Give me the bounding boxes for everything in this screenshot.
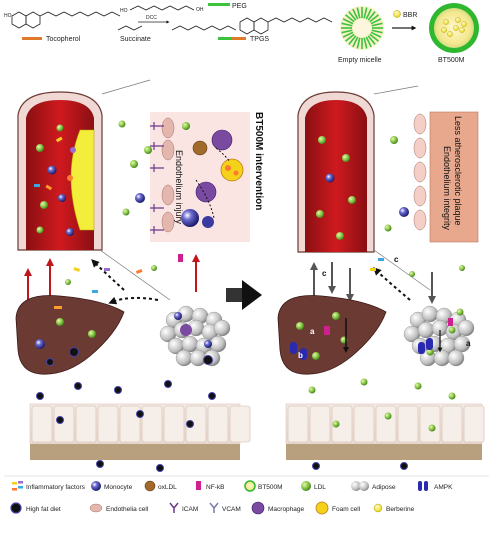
peg-color-bar	[208, 3, 230, 6]
tocopherol-label: Tocopherol	[46, 36, 81, 43]
legend-adipose-icon	[351, 481, 369, 491]
svg-text:HO: HO	[4, 13, 12, 19]
mark-a-1: a	[310, 327, 315, 336]
peg-label: PEG	[232, 3, 247, 10]
tpgs-color-bar-green	[218, 37, 232, 40]
left-adipose	[159, 305, 231, 367]
legend-endothelial-icon	[89, 503, 103, 513]
endothelium-injury-label: Endothelium injury	[174, 150, 184, 225]
bbr-label: BBR	[403, 12, 417, 19]
right-adipose	[403, 305, 475, 367]
legend-foam-cell-icon	[315, 501, 329, 515]
legend-nfkb-icon	[196, 481, 201, 490]
tpgs-color-bar-orange	[232, 37, 246, 40]
legend-adipose-label: Adipose	[372, 484, 396, 491]
legend-ampk-icon	[418, 481, 428, 491]
empty-micelle-label: Empty micelle	[338, 57, 382, 64]
legend-oxldl-label: oxLDL	[158, 484, 177, 491]
right-vessel	[297, 91, 375, 253]
mark-c-2: c	[394, 255, 399, 264]
peg-structure	[129, 5, 195, 11]
dcc-label: DCC	[146, 15, 157, 21]
right-liver: a b	[277, 295, 387, 375]
svg-text:HO: HO	[120, 8, 128, 14]
legend-inflammatory-icon	[12, 481, 23, 491]
legend-icam-label: ICAM	[182, 506, 198, 513]
legend-berberine-icon	[373, 503, 383, 513]
legend-hfd-label: High fat diet	[26, 506, 61, 513]
mark-c-1: c	[322, 269, 327, 278]
legend-hfd-icon	[10, 502, 22, 514]
tocopherol-structure	[11, 11, 121, 29]
legend-bt500m-icon	[244, 480, 256, 492]
bt500m-micelle: BT500M	[429, 3, 479, 64]
legend-inflammatory-label: Inflammatory factors	[26, 484, 86, 491]
legend-berberine-label: Berberine	[386, 506, 415, 513]
legend-monocyte-icon	[91, 481, 101, 491]
legend-icam-icon	[169, 502, 179, 513]
legend-bt500m-label: BT500M	[258, 484, 283, 491]
tocopherol-color-bar	[22, 37, 42, 40]
legend-endothelial-label: Endothelia cell	[106, 506, 149, 513]
center-arrow	[226, 280, 262, 310]
left-vessel	[17, 91, 103, 251]
legend-ldl-icon	[301, 481, 311, 491]
legend-oxldl-icon	[144, 480, 156, 492]
plaque	[70, 129, 95, 231]
empty-micelle: Empty micelle	[338, 6, 384, 64]
tpgs-structure	[171, 17, 333, 35]
less-plaque-label: Less atherosclerotic plaque	[453, 116, 463, 226]
mark-b: b	[298, 351, 303, 360]
legend-nfkb-label: NF-kB	[206, 484, 224, 491]
legend-ampk-label: AMPK	[434, 484, 453, 491]
legend-vcam-label: VCAM	[222, 506, 241, 513]
svg-text:OH: OH	[196, 7, 204, 13]
legend-ldl-label: LDL	[314, 484, 326, 491]
left-endothelium-zoom: Endothelium injury	[118, 112, 250, 242]
succinate-label: Succinate	[120, 36, 151, 43]
legend-macrophage-label: Macrophage	[268, 506, 305, 513]
endothelium-integrity-label: Endothelium integrity	[442, 146, 452, 231]
legend-macrophage-icon	[251, 501, 265, 515]
right-gut	[285, 378, 485, 470]
mark-a-2: a	[466, 339, 471, 348]
legend-foam-cell-label: Foam cell	[332, 506, 361, 513]
tpgs-label: TPGS	[250, 36, 269, 43]
legend: Inflammatory factors Monocyte oxLDL NF-k…	[4, 475, 489, 515]
left-inflammatory-factors	[65, 254, 183, 293]
legend-monocyte-label: Monocyte	[104, 484, 133, 491]
left-gut	[29, 380, 251, 472]
intervention-label: BT500M intervention	[253, 112, 264, 210]
bbr-dot	[393, 10, 401, 18]
left-liver	[15, 295, 125, 375]
legend-vcam-icon	[209, 502, 219, 513]
bt500m-label: BT500M	[438, 57, 465, 64]
tpgs-synthesis-panel: HO HO OH PEG DCC Tocopherol Succinate TP…	[4, 3, 333, 43]
right-endothelium-zoom: Less atherosclerotic plaque Endothelium …	[384, 111, 479, 243]
